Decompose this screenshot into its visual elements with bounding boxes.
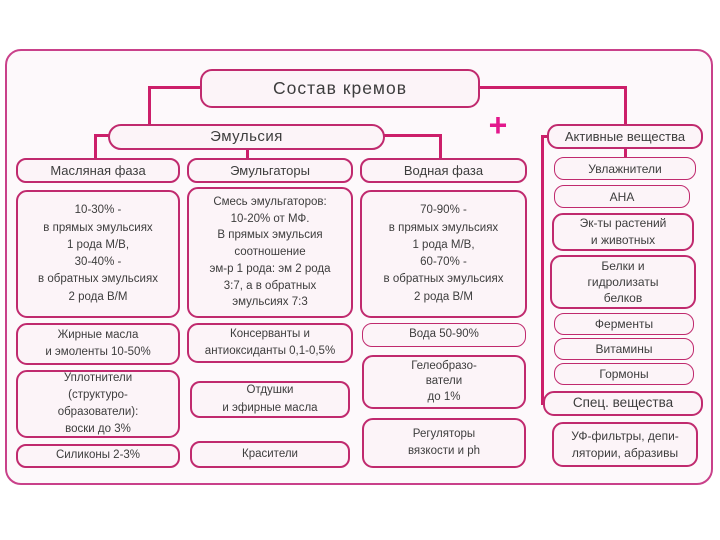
connector-title-right-horizontal bbox=[478, 86, 627, 89]
connector-title-to-emulsion bbox=[148, 86, 151, 127]
connector-emulsion-to-oil bbox=[94, 134, 97, 160]
oil-phase-main-box: 10-30% - в прямых эмульсиях 1 рода М/В, … bbox=[16, 190, 180, 318]
aha-box: АНА bbox=[554, 185, 690, 208]
hormones-box: Гормоны bbox=[554, 363, 694, 385]
fragrances-box: Отдушки и эфирные масла bbox=[190, 381, 350, 418]
moisturizers-box: Увлажнители bbox=[554, 157, 696, 180]
dyes-box: Красители bbox=[190, 441, 350, 468]
emulsifiers-main-box: Смесь эмульгаторов: 10-20% от МФ. В прям… bbox=[187, 187, 353, 318]
water-content-box: Вода 50-90% bbox=[362, 323, 526, 347]
uv-filters-box: УФ-фильтры, депи- лятории, абразивы bbox=[552, 422, 698, 467]
connector-title-to-active bbox=[624, 86, 627, 128]
water-phase-header: Водная фаза bbox=[360, 158, 527, 183]
emulsifiers-header: Эмульгаторы bbox=[187, 158, 353, 183]
connector-active-to-special bbox=[541, 135, 544, 405]
proteins-hydrolysates-box: Белки и гидролизаты белков bbox=[550, 255, 696, 309]
emulsion-box: Эмульсия bbox=[108, 124, 385, 150]
gelling-agents-box: Гелеобразо- ватели до 1% bbox=[362, 355, 526, 409]
silicones-box: Силиконы 2-3% bbox=[16, 444, 180, 468]
vitamins-box: Витамины bbox=[554, 338, 694, 360]
water-phase-main-box: 70-90% - в прямых эмульсиях 1 рода М/В, … bbox=[360, 190, 527, 318]
preservatives-box: Консерванты и антиоксиданты 0,1-0,5% bbox=[187, 323, 353, 363]
extracts-box: Эк-ты растений и животных bbox=[552, 213, 694, 251]
connector-emulsion-to-water bbox=[439, 134, 442, 160]
active-substances-box: Активные вещества bbox=[547, 124, 703, 149]
connector-emulsion-to-emulsifiers bbox=[246, 148, 249, 160]
connector-title-left-horizontal bbox=[150, 86, 202, 89]
connector-emulsion-left-horizontal bbox=[94, 134, 112, 137]
thickeners-box: Уплотнители (структуро- образователи): в… bbox=[16, 370, 180, 438]
fats-emollients-box: Жирные масла и эмоленты 10-50% bbox=[16, 323, 180, 365]
connector-active-to-moisturizers bbox=[624, 146, 627, 159]
plus-sign: + bbox=[488, 107, 508, 143]
title-box: Состав кремов bbox=[200, 69, 480, 108]
special-substances-box: Спец. вещества bbox=[543, 391, 703, 416]
viscosity-regulators-box: Регуляторы вязкости и ph bbox=[362, 418, 526, 468]
connector-active-left-stub bbox=[541, 135, 550, 138]
connector-emulsion-right-horizontal bbox=[383, 134, 442, 137]
enzymes-box: Ферменты bbox=[554, 313, 694, 335]
oil-phase-header: Масляная фаза bbox=[16, 158, 180, 183]
